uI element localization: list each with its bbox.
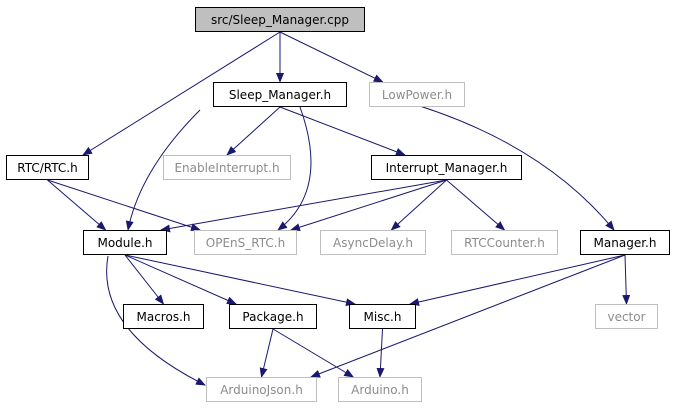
edge-sleep-manager-h-to-module-h (125, 109, 201, 231)
node-misc-h[interactable]: Misc.h (349, 304, 416, 329)
node-label: EnableInterrupt.h (174, 160, 280, 175)
node-opens-rtc-h[interactable]: OPEnS_RTC.h (194, 230, 297, 255)
node-arduino-h[interactable]: Arduino.h (338, 377, 422, 402)
node-label: ArduinoJson.h (220, 382, 303, 397)
node-label: Misc.h (363, 309, 402, 324)
node-label: RTC/RTC.h (17, 160, 78, 175)
edge-rtc-h-to-opens-rtc-h (47, 179, 201, 231)
node-label: Interrupt_Manager.h (385, 160, 508, 175)
edge-manager-h-to-arduinojson-h (310, 254, 626, 378)
edge-sleep-manager-h-to-opens-rtc-h (277, 106, 312, 231)
node-manager-h[interactable]: Manager.h (580, 230, 670, 255)
edge-interrupt-manager-h-to-module-h (160, 179, 447, 233)
edge-interrupt-manager-h-to-rtccounter-h (446, 179, 506, 231)
edge-sleep-manager-cpp-to-lowpower-h (279, 31, 384, 83)
node-label: Manager.h (593, 235, 657, 250)
node-label: Arduino.h (351, 382, 409, 397)
node-arduinojson-h[interactable]: ArduinoJson.h (206, 377, 317, 402)
node-label: LowPower.h (381, 87, 453, 102)
node-label: src/Sleep_Manager.cpp (210, 12, 350, 27)
node-label: vector (607, 309, 646, 324)
node-label: OPEnS_RTC.h (205, 235, 286, 250)
node-interrupt-manager-h[interactable]: Interrupt_Manager.h (371, 155, 522, 180)
node-enableinterrupt-h[interactable]: EnableInterrupt.h (163, 155, 291, 180)
edge-module-h-to-macros-h (124, 254, 165, 305)
edge-module-h-to-package-h (124, 254, 237, 305)
node-label: RTCCounter.h (464, 235, 545, 250)
node-module-h[interactable]: Module.h (83, 230, 167, 255)
node-macros-h[interactable]: Macros.h (123, 304, 204, 329)
node-label: AsyncDelay.h (333, 235, 413, 250)
node-label: Module.h (97, 235, 153, 250)
edge-interrupt-manager-h-to-opens-rtc-h (290, 179, 447, 232)
node-sleep-manager-cpp[interactable]: src/Sleep_Manager.cpp (195, 7, 365, 32)
edge-manager-h-to-vector (622, 254, 631, 305)
edge-interrupt-manager-h-to-asyncdelay-h (390, 179, 447, 231)
edge-package-h-to-arduinojson-h (259, 328, 274, 378)
node-vector[interactable]: vector (595, 304, 658, 329)
edge-module-h-to-misc-h (124, 254, 356, 307)
edge-sleep-manager-h-to-manager-h (399, 99, 615, 231)
node-asyncdelay-h[interactable]: AsyncDelay.h (320, 230, 426, 255)
edge-rtc-h-to-module-h (47, 179, 107, 231)
edge-package-h-to-arduino-h (272, 328, 355, 378)
node-label: Macros.h (136, 309, 191, 324)
node-rtccounter-h[interactable]: RTCCounter.h (451, 230, 558, 255)
edge-sleep-manager-cpp-to-rtc-h (82, 31, 281, 156)
node-rtc-h[interactable]: RTC/RTC.h (6, 155, 89, 180)
edge-sleep-manager-h-to-interrupt-manager-h (279, 106, 406, 156)
node-lowpower-h[interactable]: LowPower.h (369, 82, 465, 107)
node-sleep-manager-h[interactable]: Sleep_Manager.h (213, 82, 347, 107)
node-package-h[interactable]: Package.h (229, 304, 317, 329)
edge-manager-h-to-misc-h (409, 254, 626, 306)
node-label: Sleep_Manager.h (228, 87, 332, 102)
node-label: Package.h (242, 309, 304, 324)
edge-misc-h-to-arduino-h (376, 328, 385, 378)
edge-sleep-manager-h-to-enableinterrupt-h (226, 106, 281, 156)
